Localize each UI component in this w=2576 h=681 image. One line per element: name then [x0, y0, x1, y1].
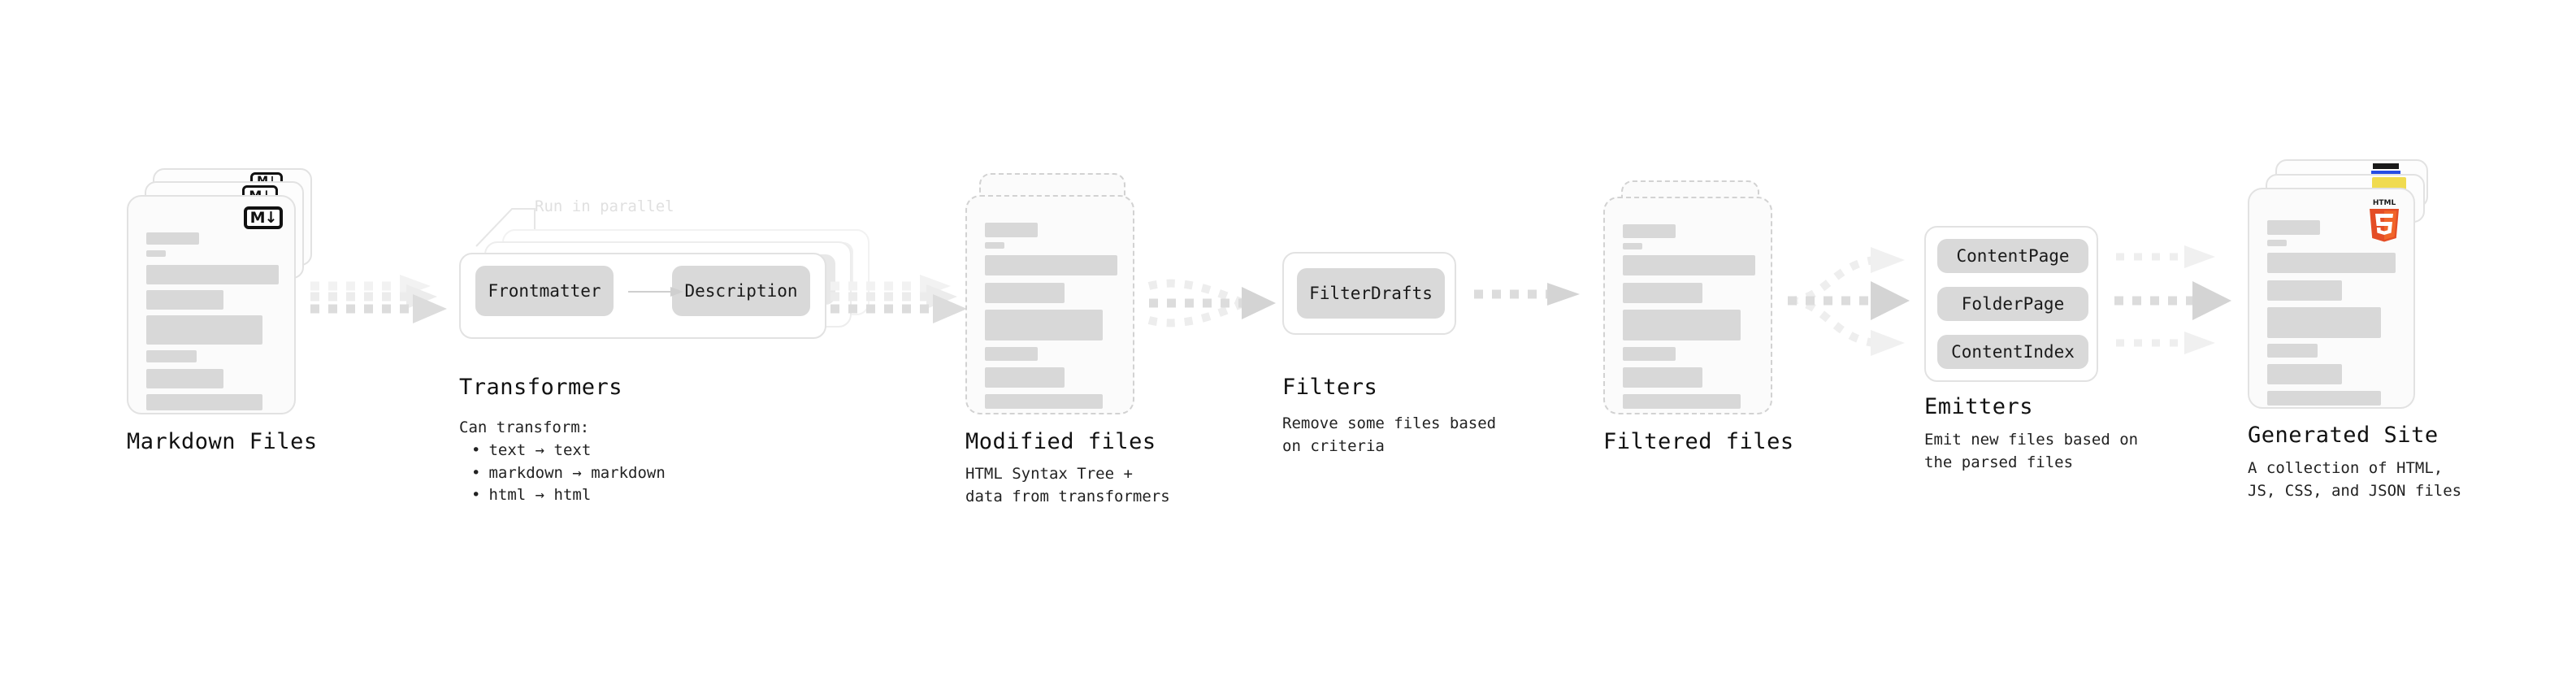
card-bar — [1623, 243, 1642, 249]
emitters-box: ContentPage FolderPage ContentIndex — [1924, 226, 2098, 382]
markdown-files-title: Markdown Files — [127, 429, 318, 454]
emitters-desc: Emit new files based on the parsed files — [1924, 431, 2139, 471]
run-in-parallel-label: Run in parallel — [535, 197, 674, 215]
site-card-front: HTML — [2248, 188, 2415, 409]
svg-text:HTML: HTML — [2373, 199, 2396, 207]
card-bar — [2267, 307, 2381, 338]
pill-folderpage[interactable]: FolderPage — [1937, 287, 2088, 321]
card-bar — [146, 250, 166, 257]
card-bar — [985, 242, 1004, 249]
card-bar — [2267, 344, 2318, 358]
transformers-bullet: markdown → markdown — [471, 462, 665, 485]
card-bar — [985, 347, 1038, 361]
card-bar — [1623, 394, 1741, 409]
card-bar — [985, 310, 1103, 340]
css-badge — [2371, 163, 2400, 176]
card-bar — [1623, 255, 1755, 275]
arrow-emitters-to-site — [2114, 245, 2231, 354]
pill-frontmatter[interactable]: Frontmatter — [475, 266, 614, 316]
filters-title: Filters — [1282, 375, 1378, 400]
card-bar — [1623, 224, 1676, 238]
arrow-transformers-to-modified — [830, 275, 967, 323]
card-bar — [985, 255, 1117, 275]
transformers-bullet: text → text — [471, 440, 666, 462]
filtered-files-title: Filtered files — [1603, 429, 1794, 454]
card-bar — [1623, 367, 1702, 388]
transformers-bullets: text → text markdown → markdown html → h… — [471, 440, 666, 507]
pill-description[interactable]: Description — [672, 266, 810, 316]
transformer-box-front: Frontmatter Description — [459, 253, 826, 339]
pill-filterdrafts[interactable]: FilterDrafts — [1297, 268, 1445, 319]
card-bar — [146, 369, 223, 388]
filters-box: FilterDrafts — [1282, 252, 1456, 335]
card-bar — [2267, 220, 2320, 235]
transformer-inner-arrow — [628, 287, 683, 297]
filters-desc: Remove some files based on criteria — [1282, 414, 1497, 455]
modified-files-title: Modified files — [965, 429, 1156, 454]
arrow-filters-to-filtered — [1474, 283, 1580, 306]
transformers-subhead: Can transform: — [459, 419, 590, 436]
card-bar — [985, 394, 1103, 409]
card-bar — [146, 315, 262, 345]
card-bar — [985, 223, 1038, 237]
card-bar — [1623, 310, 1741, 340]
card-bar — [2267, 364, 2342, 384]
generated-site-title: Generated Site — [2248, 423, 2439, 448]
emitters-title: Emitters — [1924, 394, 2034, 419]
generated-site-desc: A collection of HTML, JS, CSS, and JSON … — [2248, 459, 2462, 500]
card-bar — [1623, 347, 1676, 361]
transformers-title: Transformers — [459, 375, 623, 400]
card-bar — [1623, 283, 1702, 303]
filtered-card-front — [1603, 197, 1772, 414]
html5-badge: HTML — [2370, 199, 2399, 242]
markdown-card-front: M↓ — [127, 195, 296, 414]
arrow-modified-to-filters — [1147, 279, 1276, 327]
pill-contentindex[interactable]: ContentIndex — [1937, 335, 2088, 369]
card-bar — [2267, 391, 2381, 406]
card-bar — [146, 265, 279, 284]
arrow-filtered-to-emitters — [1788, 247, 1910, 356]
card-bar — [146, 232, 199, 245]
run-in-parallel-leader — [475, 208, 536, 247]
markdown-badge: M↓ — [244, 206, 283, 229]
card-bar — [2267, 240, 2287, 246]
card-bar — [985, 367, 1065, 388]
card-bar — [2267, 253, 2396, 273]
pill-contentpage[interactable]: ContentPage — [1937, 239, 2088, 273]
card-bar — [146, 290, 223, 310]
card-bar — [985, 283, 1065, 303]
transformers-bullet: html → html — [471, 484, 666, 507]
modified-files-desc: HTML Syntax Tree + data from transformer… — [965, 465, 1170, 505]
modified-card-front — [965, 195, 1134, 414]
arrow-markdown-to-transformers — [310, 275, 447, 323]
card-bar — [146, 394, 262, 410]
card-bar — [146, 350, 197, 362]
card-bar — [2267, 280, 2342, 301]
